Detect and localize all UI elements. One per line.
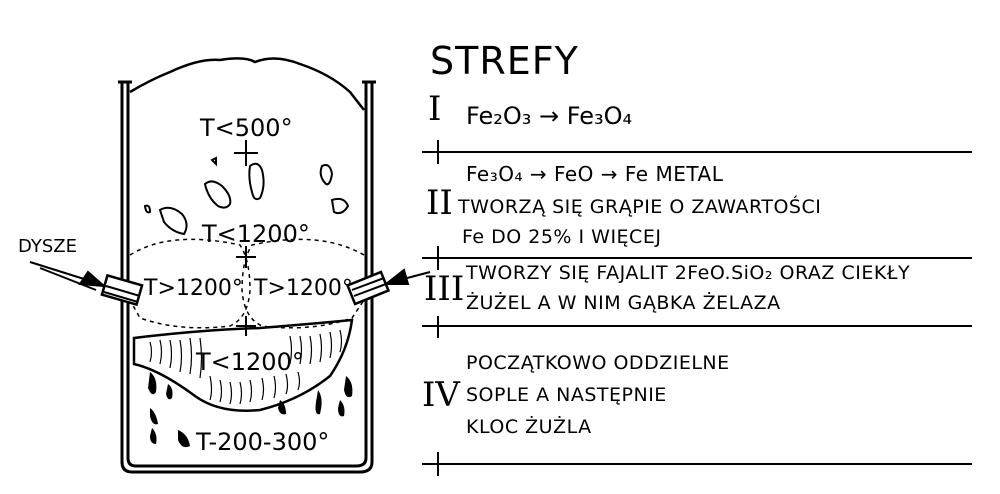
zones-title: STREFY: [430, 39, 579, 83]
slag-texture: [149, 329, 343, 405]
zone-3-numeral: III: [424, 269, 465, 309]
nozzle-arrows: [29, 261, 431, 291]
nozzle-label: DYSZE: [18, 236, 78, 257]
temp-right-hot: T>1200°: [254, 276, 353, 301]
center-markers: [234, 140, 258, 336]
temp-middle: T<1200°: [202, 220, 310, 248]
zone-4-line-3: KLOC ŻUŻLA: [466, 416, 592, 438]
charge-surface: [129, 57, 365, 111]
nozzle-left: [100, 273, 144, 307]
zone-4-line-1: POCZĄTKOWO ODDZIELNE: [466, 352, 730, 374]
zone-3-line-1: TWORZY SIĘ FAJALIT 2FeO.SiO₂ ORAZ CIEKŁY: [466, 262, 911, 284]
zone-2-line-1: Fe₃O₄ → FeO → Fe METAL: [466, 162, 724, 186]
zone-4-line-2: SOPLE A NASTĘPNIE: [466, 384, 667, 406]
slag-zone: [132, 318, 354, 412]
temp-lower: T<1200°: [196, 348, 304, 376]
zone-separators: [422, 140, 972, 476]
furnace-shaft: [118, 80, 376, 474]
zone-1-numeral: I: [428, 89, 442, 129]
temp-bottom: T-200-300°: [196, 428, 330, 456]
zone-1-line-1: Fe₂O₃ → Fe₃O₄: [466, 102, 633, 130]
temp-top: T<500°: [200, 114, 293, 142]
zone-2-numeral: II: [426, 183, 453, 223]
temp-left-hot: T>1200°: [144, 276, 243, 301]
zone-2-line-2: TWORZĄ SIĘ GRĄPIE O ZAWARTOŚCI: [458, 196, 822, 218]
zone-2-line-3: Fe DO 25% I WIĘCEJ: [462, 226, 662, 248]
zone-3-line-2: ŻUŻEL A W NIM GĄBKA ŻELAZA: [466, 292, 781, 314]
slag-icicles: [148, 372, 353, 448]
zone-4-numeral: IV: [422, 375, 460, 415]
ore-lumps: [143, 156, 350, 236]
nozzle-right: [345, 270, 391, 306]
combustion-zones: [129, 238, 365, 329]
